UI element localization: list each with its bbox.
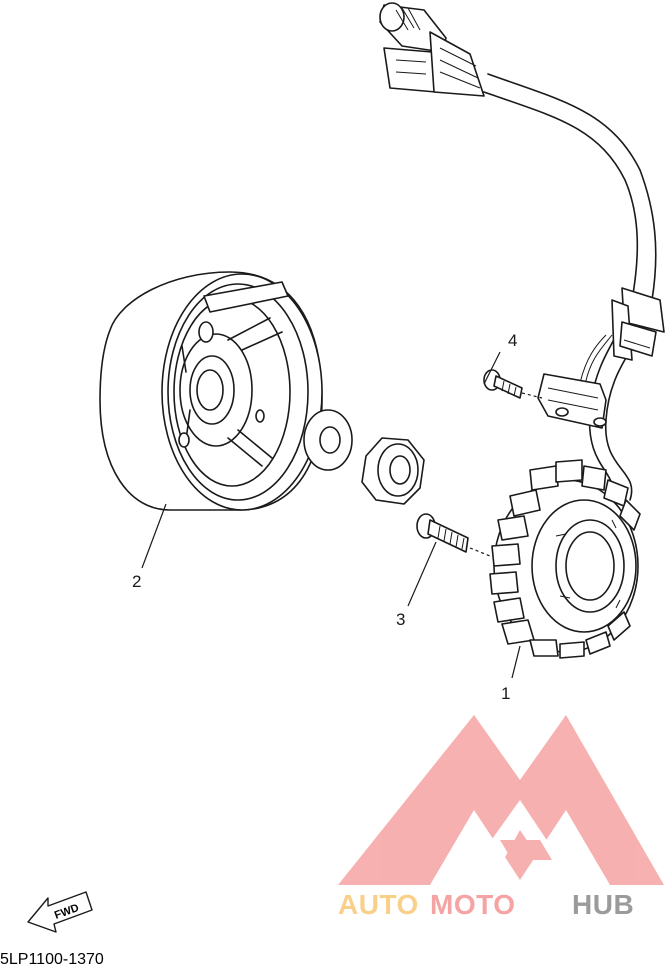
stator-assembly [489, 459, 641, 659]
rotor-flywheel [99, 271, 323, 511]
screw-part-4 [483, 369, 523, 399]
callout-2: 2 [132, 572, 141, 591]
svg-text:MOTO: MOTO [430, 889, 515, 920]
callout-4: 4 [508, 331, 517, 350]
svg-text:AUTO: AUTO [338, 889, 419, 920]
diagram-code: 5LP1100-1370 [0, 951, 104, 967]
harness-clamp [611, 287, 665, 361]
watermark-text: AUTO MOTO HUB [338, 889, 634, 920]
washer [303, 409, 353, 471]
pickup-coil [537, 373, 607, 429]
callout-3: 3 [396, 610, 405, 629]
watermark-logo [338, 715, 664, 885]
leader-lines [141, 351, 543, 679]
callout-1: 1 [501, 684, 510, 703]
coupler-connector [379, 2, 485, 97]
svg-text:HUB: HUB [572, 889, 634, 920]
bolt-part-3 [416, 513, 469, 553]
nut [361, 437, 425, 505]
wire-harness [483, 73, 657, 501]
fwd-arrow-icon: FWD [27, 891, 93, 933]
